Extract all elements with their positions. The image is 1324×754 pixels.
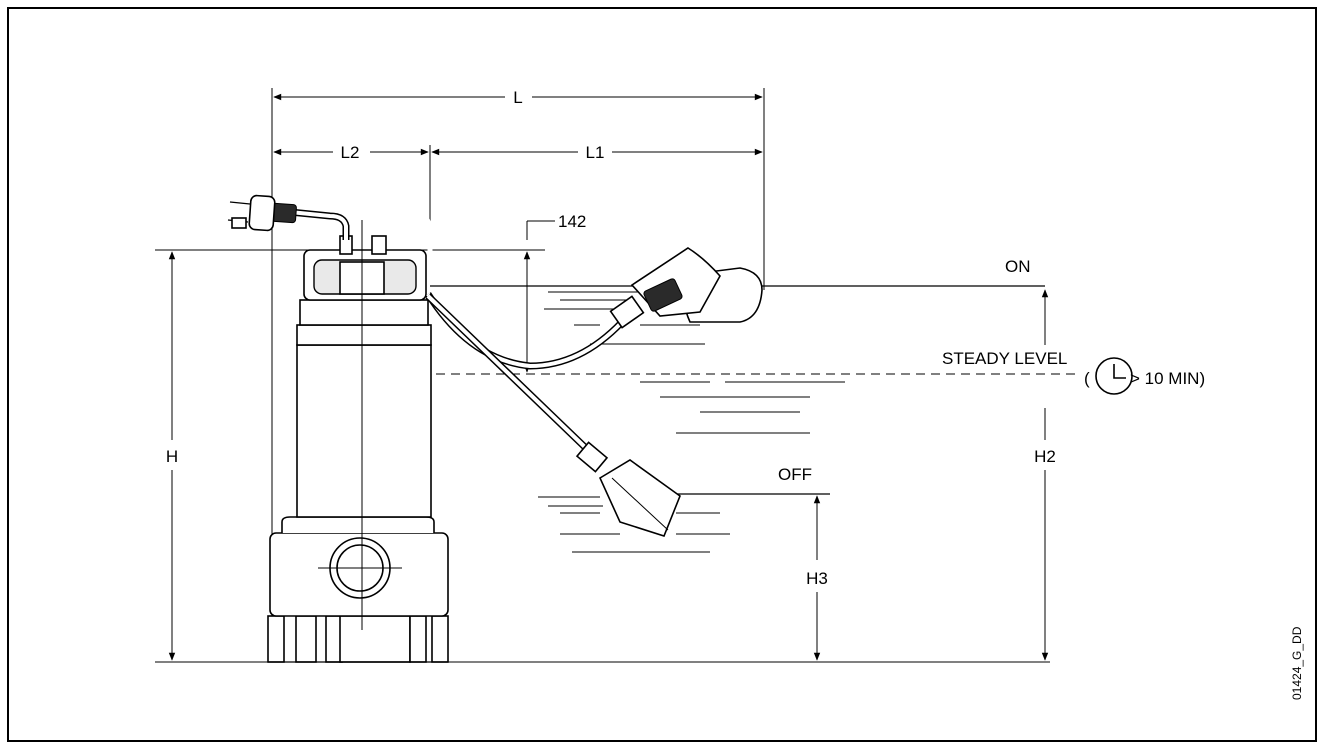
dimension-lines: [168, 93, 1049, 661]
clock-icon: [1095, 357, 1133, 395]
timer-label: > 10 MIN): [1130, 369, 1205, 388]
level-label-off: OFF: [778, 465, 812, 484]
timer-paren: (: [1084, 369, 1090, 388]
dim-label-l2: L2: [341, 143, 360, 162]
plug-icon: [227, 194, 350, 240]
drawing-border: [7, 7, 1317, 742]
dim-label-l: L: [513, 88, 522, 107]
dim-label-142: 142: [558, 212, 586, 231]
water-lines: [538, 291, 845, 553]
float-on: [609, 247, 763, 329]
dim-label-h3: H3: [806, 569, 828, 588]
drawing-code: 01424_G_DD: [1290, 626, 1304, 700]
float-off: [575, 441, 681, 537]
level-label-steady: STEADY LEVEL: [942, 349, 1067, 368]
dim-label-l1: L1: [586, 143, 605, 162]
dim-label-h: H: [166, 447, 178, 466]
dim-label-h2: H2: [1034, 447, 1056, 466]
float-cable: [425, 292, 625, 455]
pump-body: [267, 199, 449, 663]
level-label-on: ON: [1005, 257, 1031, 276]
